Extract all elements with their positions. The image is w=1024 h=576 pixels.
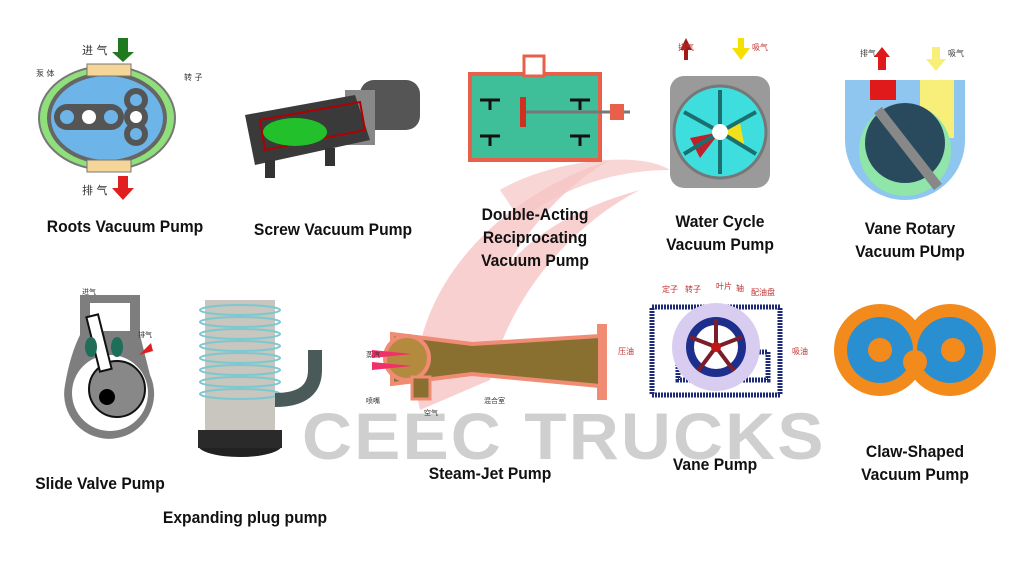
annotation-vane: 叶片: [716, 282, 732, 291]
annotation-steam: 蒸汽: [366, 351, 380, 359]
steam-jet-pump-diagram: [372, 324, 607, 401]
claw-pump-diagram: [834, 304, 996, 396]
label-claw-line1: Claw-Shaped: [865, 442, 965, 461]
annotation-intake: 吸气: [948, 49, 964, 58]
annotation-body: 泵 体: [36, 69, 55, 78]
water-cycle-pump-diagram: [670, 38, 770, 188]
label-steam-jet-pump: Steam-Jet Pump: [428, 464, 552, 483]
annotation-exhaust: 排气: [678, 43, 694, 52]
expanding-plug-pump-illustration: [198, 300, 322, 457]
annotation-intake: 进气: [82, 288, 96, 296]
label-double-acting-line1: Double-Acting: [481, 205, 589, 224]
annotation-nozzle: 喷嘴: [366, 397, 380, 405]
roots-pump-diagram: [38, 38, 176, 200]
annotation-mixing: 混合室: [484, 397, 505, 405]
watermark-text: CEEC TRUCKS: [302, 399, 826, 473]
label-water-cycle-line2: Vacuum Pump: [666, 235, 774, 254]
annotation-shaft: 轴: [736, 284, 744, 293]
label-slide-valve-pump: Slide Valve Pump: [35, 474, 165, 493]
annotation-out: 压油: [618, 347, 634, 356]
label-expanding-plug-pump: Expanding plug pump: [162, 508, 328, 527]
slide-valve-pump-diagram: [64, 295, 155, 439]
label-water-cycle-line1: Water Cycle: [675, 212, 765, 231]
label-double-acting-line3: Vacuum Pump: [481, 251, 589, 270]
label-screw-vacuum-pump: Screw Vacuum Pump: [253, 220, 413, 239]
label-vane-rotary-line1: Vane Rotary: [864, 219, 956, 238]
label-roots-vacuum-pump: Roots Vacuum Pump: [46, 217, 204, 236]
annotation-exhaust: 排气: [138, 331, 152, 339]
label-vane-rotary-line2: Vacuum PUmp: [855, 242, 965, 261]
annotation-rotor: 转 子: [184, 73, 203, 82]
label-claw-line2: Vacuum Pump: [861, 465, 969, 484]
annotation-stator: 定子: [662, 285, 678, 294]
screw-pump-illustration: [245, 80, 420, 178]
vane-rotary-pump-diagram: [845, 47, 965, 200]
reciprocating-pump-diagram: [468, 54, 630, 162]
annotation-intake: 进 气: [82, 44, 108, 57]
annotation-exhaust: 排 气: [82, 184, 108, 197]
annotation-in: 吸油: [792, 347, 808, 356]
annotation-plate: 配油盘: [751, 288, 775, 297]
label-vane-pump: Vane Pump: [672, 455, 758, 474]
annotation-rotor: 转子: [685, 285, 701, 294]
annotation-intake: 吸气: [752, 43, 768, 52]
vane-pump-diagram: [649, 303, 783, 398]
label-double-acting-line2: Reciprocating: [482, 228, 588, 247]
annotation-air: 空气: [424, 409, 438, 417]
annotation-exhaust: 排气: [860, 49, 876, 58]
